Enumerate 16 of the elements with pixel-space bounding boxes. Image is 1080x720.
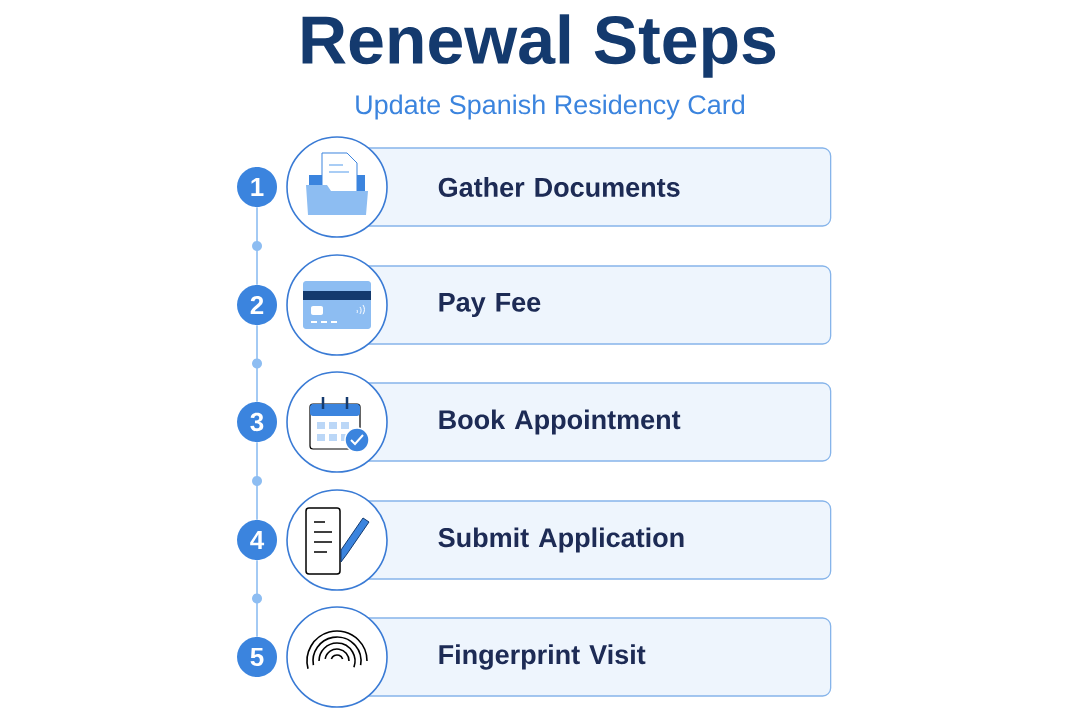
step-number: 4 <box>237 520 277 560</box>
caption: Update Spanish Residency Card <box>356 94 745 120</box>
step-number: 5 <box>237 637 277 677</box>
connector-line <box>252 206 262 286</box>
diagram-title: Renewal Steps <box>302 14 776 78</box>
step-number: 2 <box>237 285 277 325</box>
connector-line <box>252 559 262 638</box>
step-box: Gather Documents <box>340 147 832 227</box>
step-box: Submit Application <box>340 500 832 580</box>
step-box: Fingerprint Visit <box>340 617 832 697</box>
step-number: 1 <box>237 167 277 207</box>
step-box: Pay Fee <box>340 265 832 345</box>
step-number: 3 <box>237 402 277 442</box>
connector-line <box>252 324 262 403</box>
step-box: Book Appointment <box>340 382 832 462</box>
connector-line <box>252 441 262 521</box>
